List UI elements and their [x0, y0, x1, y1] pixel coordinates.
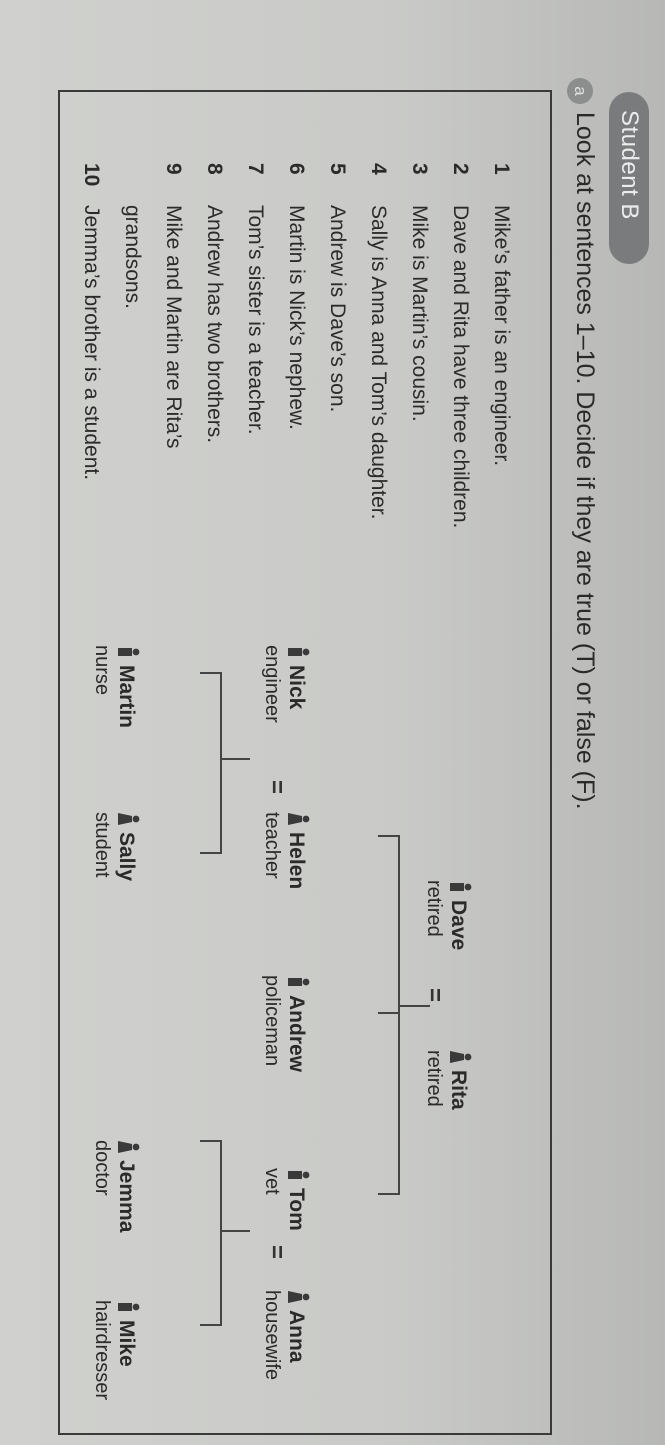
person-name: Rita [447, 1070, 471, 1110]
male-person-icon [283, 975, 310, 989]
sentence-number: 5 [326, 163, 349, 175]
male-person-icon [113, 1300, 140, 1314]
person-mike: Mike hairdresser [90, 1300, 140, 1400]
sentence-number: 10 [80, 163, 103, 187]
sentence-number: 3 [408, 163, 431, 175]
person-job: retired [423, 1050, 445, 1107]
male-person-icon [445, 880, 472, 894]
person-tom: Tom vet [260, 1168, 310, 1231]
sentence-text: Andrew has two brothers. [203, 205, 226, 444]
tree-line [378, 1012, 400, 1014]
sentence-number: 7 [244, 163, 267, 175]
person-job: policeman [261, 975, 283, 1067]
sentence-text: Tom’s sister is a teacher. [244, 205, 267, 435]
person-name: Mike [115, 1320, 139, 1367]
person-name: Dave [447, 900, 471, 951]
person-sally: Sally student [90, 812, 140, 881]
female-person-icon [283, 812, 310, 826]
sentence-number: 4 [367, 163, 390, 175]
female-person-icon [113, 812, 140, 826]
person-helen: Helen teacher [260, 812, 310, 889]
sentence-text: Dave and Rita have three children. [449, 205, 472, 529]
person-martin: Martin nurse [90, 645, 140, 728]
person-nick: Nick engineer [260, 645, 310, 723]
tree-line [220, 672, 222, 854]
male-person-icon [283, 645, 310, 659]
person-name: Andrew [285, 995, 309, 1073]
tree-line [222, 1230, 250, 1232]
person-name: Tom [285, 1188, 309, 1231]
person-job: hairdresser [91, 1300, 113, 1401]
person-name: Anna [285, 1310, 309, 1363]
person-job: engineer [261, 645, 283, 723]
person-name: Sally [115, 832, 139, 882]
female-person-icon [283, 1290, 310, 1304]
tree-line [200, 1324, 222, 1326]
sentence-text: Martin is Nick’s nephew. [285, 205, 308, 430]
female-person-icon [113, 1140, 140, 1154]
person-job: teacher [261, 812, 283, 879]
person-job: vet [261, 1168, 283, 1195]
sentence-number: 2 [449, 163, 472, 175]
person-name: Helen [285, 832, 309, 890]
person-job: retired [423, 880, 445, 937]
person-dave: Dave retired [422, 880, 472, 950]
person-job: doctor [91, 1140, 113, 1196]
tree-line [398, 835, 400, 1195]
tree-line [200, 852, 222, 854]
sentence-text: Mike’s father is an engineer. [490, 205, 513, 467]
male-person-icon [283, 1168, 310, 1182]
male-person-icon [113, 645, 140, 659]
sentence-number: 6 [285, 163, 308, 175]
person-job: nurse [91, 645, 113, 696]
tree-line [200, 672, 222, 674]
person-jemma: Jemma doctor [90, 1140, 140, 1232]
person-job: student [91, 812, 113, 878]
female-person-icon [445, 1050, 472, 1064]
person-rita: Rita retired [422, 1050, 472, 1110]
student-b-badge: Student B [609, 92, 649, 264]
sentence-number: 9 [162, 163, 185, 175]
sentence-number: 1 [490, 163, 513, 175]
sentence-text: Andrew is Dave’s son. [326, 205, 349, 413]
sentence-number: 8 [203, 163, 226, 175]
tree-line [378, 1193, 400, 1195]
step-a-circle: a [567, 78, 593, 104]
person-name: Martin [115, 665, 139, 728]
tree-line [400, 1005, 430, 1007]
sentence-text: Mike is Martin’s cousin. [408, 205, 431, 422]
tree-line [222, 758, 250, 760]
person-job: housewife [261, 1290, 283, 1381]
sentence-text: Sally is Anna and Tom’s daughter. [367, 205, 390, 520]
tree-line [378, 835, 400, 837]
person-andrew: Andrew policeman [260, 975, 310, 1072]
marriage-symbol: = [421, 988, 448, 1003]
person-name: Jemma [115, 1160, 139, 1233]
instruction-text: Look at sentences 1–10. Decide if they a… [571, 112, 599, 810]
tree-line [200, 1140, 222, 1142]
marriage-symbol: = [263, 1245, 290, 1260]
marriage-symbol: = [263, 780, 290, 795]
sentence-text: Mike and Martin are Rita’s [162, 205, 185, 449]
person-anna: Anna housewife [260, 1290, 310, 1380]
sentence-text-continued: grandsons. [121, 205, 144, 309]
person-name: Nick [285, 665, 309, 710]
sentence-text: Jemma’s brother is a student. [80, 205, 103, 481]
tree-line [220, 1140, 222, 1326]
